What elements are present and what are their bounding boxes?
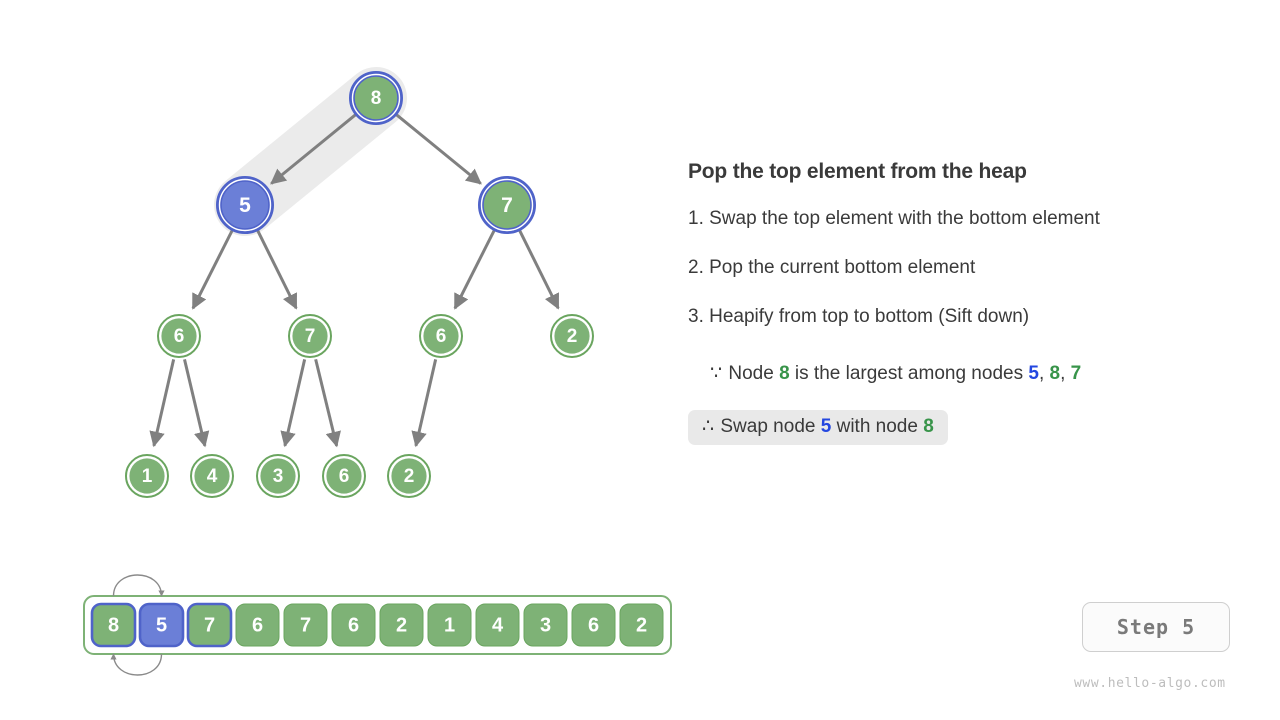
tree-node-value: 7 — [305, 326, 316, 347]
tree-node-value: 2 — [567, 326, 578, 347]
tree-node[interactable]: 4 — [190, 454, 234, 498]
because-symbol: ∵ — [710, 363, 724, 384]
array-cell-value: 3 — [540, 615, 551, 637]
tree-edge — [255, 228, 298, 310]
watermark: www.hello-algo.com — [1074, 676, 1226, 691]
array-container — [83, 595, 672, 655]
therefore-symbol: ∴ — [702, 416, 716, 437]
because-candidate-b: 8 — [1049, 363, 1061, 384]
tree-edge — [183, 359, 210, 448]
array-cell-value: 2 — [636, 615, 647, 637]
tree-edge — [453, 228, 497, 310]
explanation-panel: Pop the top element from the heap 1. Swa… — [688, 160, 1248, 445]
tree-node[interactable]: 2 — [387, 454, 431, 498]
tree-node[interactable]: 6 — [157, 314, 201, 358]
array-cell[interactable]: 4 — [475, 603, 520, 647]
tree-node[interactable]: 6 — [419, 314, 463, 358]
reason-therefore: ∴ Swap node 5 with node 8 — [688, 410, 948, 445]
array-representation: 8 5 7 6 7 6 2 1 4 3 6 2 — [83, 595, 672, 655]
tree-node[interactable]: 8 — [349, 71, 403, 125]
step-item-3: 3. Heapify from top to bottom (Sift down… — [688, 306, 1030, 327]
step-item-2: 2. Pop the current bottom element — [688, 257, 976, 278]
because-comma-2: , — [1060, 363, 1071, 384]
tree-edge — [411, 359, 438, 448]
tree-node[interactable]: 5 — [216, 176, 274, 234]
array-cell-value: 8 — [108, 615, 119, 637]
swap-arrows — [110, 574, 165, 676]
tree-node-value: 4 — [207, 466, 218, 487]
because-mid: is the largest among nodes — [789, 363, 1029, 384]
array-cell-value: 6 — [588, 615, 599, 637]
page-title: Pop the top element from the heap — [688, 160, 1027, 183]
because-candidate-a: 5 — [1028, 363, 1039, 384]
tree-node-value: 3 — [273, 466, 284, 487]
array-cell[interactable]: 6 — [571, 603, 616, 647]
swap-arc-bottom — [110, 653, 163, 676]
because-comma-1: , — [1038, 363, 1050, 384]
array-cell[interactable]: 3 — [523, 603, 568, 647]
array-cell-value: 6 — [252, 615, 263, 637]
tree-nodes: 8 5 7 6 7 6 2 1 4 3 6 2 — [125, 71, 594, 498]
array-cell[interactable]: 6 — [331, 603, 376, 647]
tree-node[interactable]: 7 — [478, 176, 536, 234]
tree-node-value: 6 — [436, 326, 447, 347]
tree-edge — [394, 112, 482, 185]
tree-edge — [314, 358, 341, 448]
array-cell-value: 7 — [204, 615, 215, 637]
array-cell[interactable]: 8 — [90, 602, 137, 648]
array-cell-value: 5 — [156, 615, 167, 637]
array-cell-value: 4 — [492, 615, 504, 637]
tree-node-value: 7 — [501, 194, 513, 217]
reason-because: ∵ Node 8 is the largest among nodes 5, 8… — [696, 357, 1095, 392]
array-cell-value: 7 — [300, 615, 311, 637]
array-cell[interactable]: 7 — [283, 603, 328, 647]
array-cell-value: 1 — [444, 615, 455, 637]
tree-edges — [149, 112, 560, 448]
tree-edge — [517, 228, 560, 310]
therefore-prefix: Swap node — [720, 416, 821, 437]
array-cell[interactable]: 1 — [427, 603, 472, 647]
because-prefix: Node — [728, 363, 780, 384]
step-badge: Step 5 — [1082, 602, 1230, 652]
array-cell[interactable]: 5 — [138, 602, 185, 648]
tree-node[interactable]: 7 — [288, 314, 332, 358]
array-cell[interactable]: 7 — [186, 602, 233, 648]
tree-edge — [191, 228, 235, 310]
tree-node[interactable]: 1 — [125, 454, 169, 498]
array-cell[interactable]: 6 — [235, 603, 280, 647]
step-item-1: 1. Swap the top element with the bottom … — [688, 208, 1100, 229]
tree-node[interactable]: 3 — [256, 454, 300, 498]
therefore-node-b: 8 — [923, 416, 934, 437]
array-cell-value: 6 — [348, 615, 359, 637]
tree-edge — [280, 359, 307, 448]
tree-node-value: 6 — [174, 326, 185, 347]
heap-figure: 8 5 7 6 7 6 2 1 4 3 6 2 8 5 7 6 7 6 2 1 4 3 6 2 — [83, 67, 672, 676]
tree-edge — [270, 112, 358, 185]
tree-edge — [149, 359, 176, 448]
array-cell[interactable]: 2 — [619, 603, 664, 647]
therefore-node-a: 5 — [820, 416, 832, 437]
array-cell[interactable]: 2 — [379, 603, 424, 647]
tree-node[interactable]: 6 — [322, 454, 366, 498]
because-node-value: 8 — [779, 363, 790, 384]
tree-node-value: 8 — [371, 88, 382, 109]
tree-node-value: 5 — [239, 194, 251, 217]
tree-node[interactable]: 2 — [550, 314, 594, 358]
tree-node-value: 1 — [142, 466, 153, 487]
because-candidate-c: 7 — [1070, 363, 1082, 384]
tree-node-value: 6 — [339, 466, 350, 487]
tree-node-value: 2 — [404, 466, 415, 487]
array-cell-value: 2 — [396, 615, 407, 637]
therefore-mid: with node — [831, 416, 924, 437]
swap-arc-top — [112, 574, 165, 597]
